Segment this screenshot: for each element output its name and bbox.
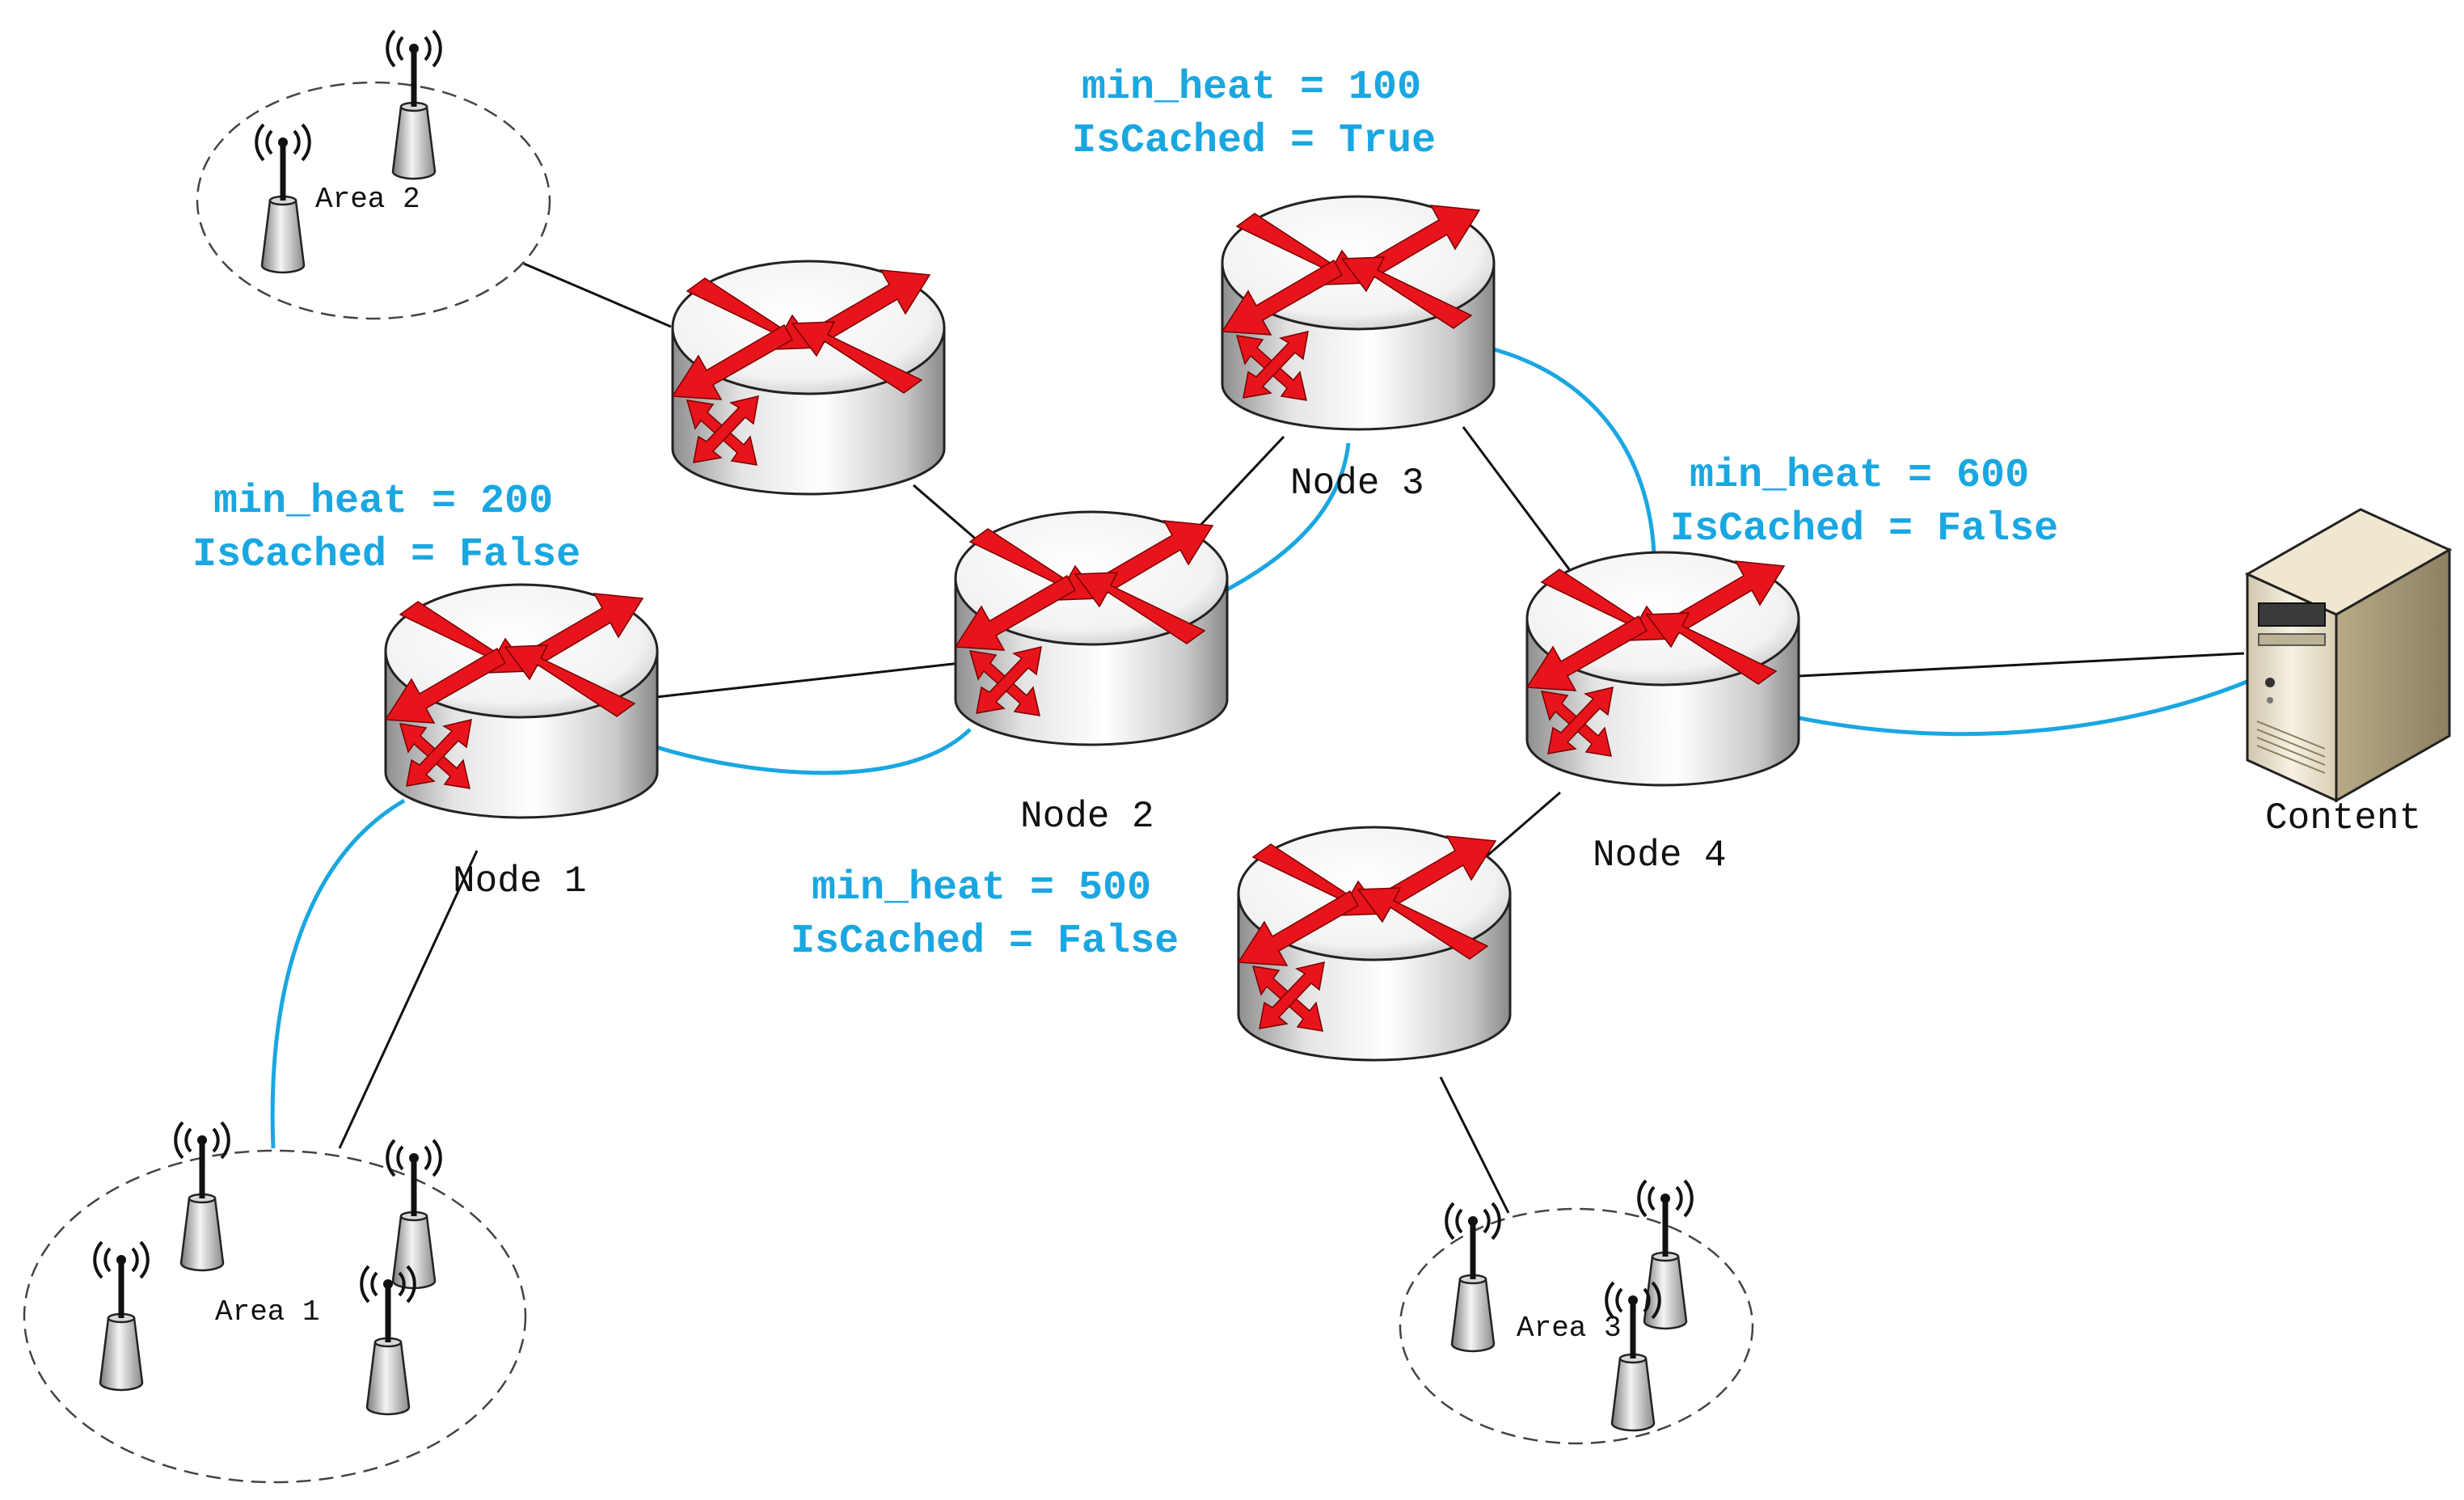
node-3-min-heat: min_heat = 100 [1082, 65, 1422, 111]
path-node3-node4 [1493, 347, 1656, 554]
area-3-label: Area 3 [1517, 1312, 1622, 1345]
node-4-is-cached: IsCached = False [1670, 506, 2059, 552]
router-icon-node4 [1525, 551, 1800, 787]
node-3-label: Node 3 [1290, 463, 1424, 505]
link-node4-server [1799, 652, 2245, 678]
node-2-min-heat: min_heat = 500 [812, 865, 1152, 911]
router-icon-lower [1237, 826, 1512, 1062]
antenna-icon [256, 125, 310, 273]
link-router5-area3 [1439, 1076, 1510, 1214]
area-1-label: Area 1 [215, 1295, 320, 1329]
node-2-label: Node 2 [1020, 796, 1154, 838]
path-node1-node2 [656, 728, 972, 775]
router-icon-node3 [1221, 195, 1496, 431]
link-area2-router [523, 262, 672, 328]
path-area1-node1 [270, 798, 406, 1149]
node-1-min-heat: min_heat = 200 [213, 479, 554, 525]
antenna-icon [1446, 1203, 1500, 1351]
node-1-is-cached: IsCached = False [192, 532, 581, 578]
router-icon-upper [671, 260, 946, 496]
node-4-min-heat: min_heat = 600 [1690, 453, 2030, 499]
server-label: Content [2265, 797, 2422, 839]
node-1-label: Node 1 [453, 860, 587, 902]
content-path [270, 347, 2250, 1149]
antenna-icon [95, 1242, 148, 1390]
antenna-icon [387, 1140, 441, 1288]
router-icon-node1 [384, 583, 659, 819]
node-2-is-cached: IsCached = False [791, 919, 1179, 965]
router-icon-node2 [954, 510, 1229, 746]
area-2-boundary [196, 81, 551, 320]
server-icon [2244, 508, 2453, 803]
area-2-label: Area 2 [315, 183, 420, 216]
area-1-boundary [23, 1149, 527, 1484]
antenna-icon [175, 1122, 229, 1270]
link-node4-router5 [1487, 791, 1561, 857]
link-node1-area1 [338, 850, 479, 1149]
node-3-is-cached: IsCached = True [1072, 118, 1437, 164]
area-3-boundary [1399, 1207, 1754, 1445]
path-node4-server [1799, 678, 2250, 737]
path-node2-node3 [1224, 442, 1351, 593]
link-node3-node4 [1462, 426, 1578, 580]
node-4-label: Node 4 [1593, 835, 1727, 877]
link-router-node2 [913, 484, 985, 548]
antenna-icon [387, 31, 441, 179]
link-node1-node2 [656, 661, 961, 699]
